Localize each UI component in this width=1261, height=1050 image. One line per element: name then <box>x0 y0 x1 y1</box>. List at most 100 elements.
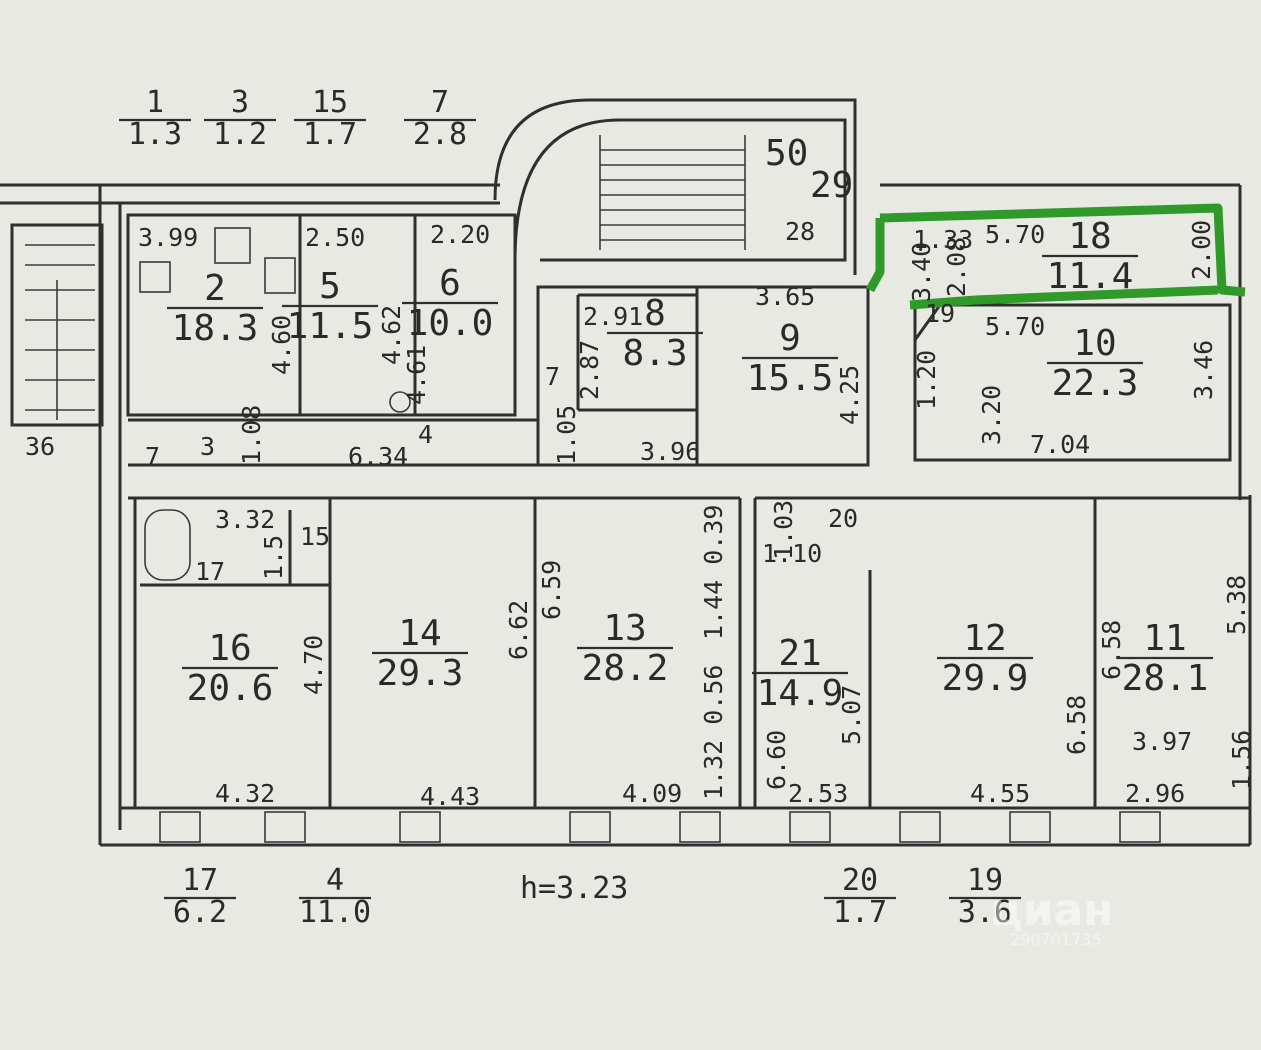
dim-108: 1.08 <box>237 405 266 465</box>
room-area: 29.9 <box>942 658 1029 699</box>
room-number: 16 <box>208 628 251 669</box>
room-number: 21 <box>778 633 821 674</box>
dim-15b: 1.5 <box>259 535 288 580</box>
room-area: 11.4 <box>1047 256 1134 297</box>
room-number: 14 <box>398 613 441 654</box>
label-36: 36 <box>25 432 55 461</box>
dim-397: 3.97 <box>1132 727 1192 756</box>
label-29: 29 <box>810 165 853 206</box>
dim-144: 1.44 0.39 <box>699 505 728 640</box>
room-area: 18.3 <box>172 308 259 349</box>
room-7: 72.8 <box>404 85 476 152</box>
dim-253: 2.53 <box>788 779 848 808</box>
room-20: 201.7 <box>824 863 896 930</box>
dim-570-mid: 5.70 <box>985 312 1045 341</box>
dim-200: 2.00 <box>1187 220 1216 280</box>
dim-20: 20 <box>828 504 858 533</box>
room-number: 5 <box>319 266 341 307</box>
dim-460: 4.60 <box>267 315 296 375</box>
room-area: 28.1 <box>1122 658 1209 699</box>
dim-120: 1.20 <box>912 350 941 410</box>
dim-704: 7.04 <box>1030 430 1090 459</box>
room-5: 511.5 <box>282 266 378 347</box>
dim-332: 3.32 <box>215 505 275 534</box>
watermark-brand: циан <box>990 885 1114 936</box>
room-area: 1.3 <box>128 117 182 152</box>
room-number: 12 <box>963 618 1006 659</box>
room-area: 28.2 <box>582 648 669 689</box>
room-area: 29.3 <box>377 653 464 694</box>
dim-056: 1.32 0.56 <box>699 665 728 800</box>
dim-634: 6.34 <box>348 442 408 471</box>
label-corridor-7: 7 <box>545 362 560 391</box>
room-area: 3.6 <box>958 895 1012 930</box>
label-left-3: 3 <box>200 432 215 461</box>
room-area: 1.7 <box>833 895 887 930</box>
dim-156: 1.56 <box>1227 730 1256 790</box>
dim-658-b: 6.58 <box>1097 620 1126 680</box>
room-area: 10.0 <box>407 303 494 344</box>
dim-659: 6.59 <box>537 560 566 620</box>
room-15: 151.7 <box>294 85 366 152</box>
dim-346: 3.46 <box>1189 340 1218 400</box>
dim-208: 2.08 <box>942 237 971 297</box>
room-6: 610.0 <box>402 263 498 344</box>
label-50: 50 <box>765 133 808 174</box>
dim-443: 4.43 <box>420 782 480 811</box>
room-area: 11.5 <box>287 306 374 347</box>
room-area: 1.7 <box>303 117 357 152</box>
room-number: 19 <box>967 863 1003 898</box>
dim-365: 3.65 <box>755 282 815 311</box>
room-number: 20 <box>842 863 878 898</box>
dim-425: 4.25 <box>835 365 864 425</box>
label-left-7: 7 <box>145 442 160 471</box>
dim-660: 6.60 <box>762 730 791 790</box>
room-area: 22.3 <box>1052 363 1139 404</box>
room-area: 6.2 <box>173 895 227 930</box>
dim-470: 4.70 <box>299 635 328 695</box>
room-number: 10 <box>1073 323 1116 364</box>
dim-250: 2.50 <box>305 223 365 252</box>
dim-399: 3.99 <box>138 223 198 252</box>
dim-133: 1.33 <box>913 225 973 254</box>
room-number: 15 <box>312 85 348 120</box>
dim-340: 3.40 <box>907 242 936 302</box>
room-number: 13 <box>603 608 646 649</box>
dim-538: 5.38 <box>1222 575 1251 635</box>
dim-220: 2.20 <box>430 220 490 249</box>
dim-462: 4.62 <box>377 305 406 365</box>
room-area: 15.5 <box>747 358 834 399</box>
room-number: 9 <box>779 318 801 359</box>
room-9: 915.5 <box>742 318 838 399</box>
room-number: 6 <box>439 263 461 304</box>
watermark: циан 290701735 <box>990 885 1114 949</box>
room-number: 2 <box>204 268 226 309</box>
ceiling-height: h=3.23 <box>520 871 628 906</box>
dim-110: 1.10 <box>762 539 822 568</box>
label-17-small: 17 <box>195 557 225 586</box>
room-number: 18 <box>1068 216 1111 257</box>
room-number: 11 <box>1143 618 1186 659</box>
label-corridor-4: 4 <box>418 420 433 449</box>
dim-15: 15 <box>300 522 330 551</box>
room-number: 7 <box>431 85 449 120</box>
room-2: 218.3 <box>167 268 263 349</box>
room-8: 88.3 <box>607 293 703 374</box>
dim-19: 19 <box>925 299 955 328</box>
dim-103: 1.03 <box>769 500 798 560</box>
room-3: 31.2 <box>204 85 276 152</box>
label-28: 28 <box>785 217 815 246</box>
room-number: 3 <box>231 85 249 120</box>
room-4: 411.0 <box>299 863 371 930</box>
room-area: 20.6 <box>187 668 274 709</box>
highlight-room-18 <box>866 203 1246 310</box>
dim-455: 4.55 <box>970 779 1030 808</box>
